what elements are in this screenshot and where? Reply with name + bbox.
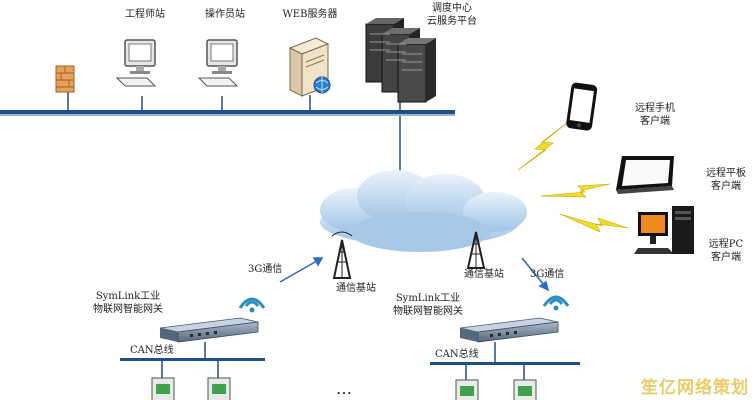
label-3g-left: 3G通信: [248, 264, 283, 275]
label-gateway-right-line1: SymLink工业: [395, 293, 461, 304]
workstation-icon: [116, 39, 156, 87]
charger-icon: [151, 377, 537, 400]
lan-bus: [0, 110, 455, 116]
desktop-pc-icon: [634, 206, 694, 254]
label-eng-station: 工程师站: [125, 9, 165, 20]
label-gateway-left-line2: 物联网智能网关: [93, 304, 163, 315]
label-dispatch-line2: 云服务平台: [427, 16, 477, 27]
can-bus-left: [120, 342, 265, 378]
server-rack-icon: [365, 18, 436, 103]
label-gateway-left-line1: SymLink工业: [95, 291, 161, 302]
label-pc-line2: 客户端: [711, 252, 741, 263]
label-base-station-left: 通信基站: [336, 283, 376, 294]
gateway-device-icon: [459, 317, 559, 343]
label-web-server: WEB服务器: [282, 9, 338, 20]
label-dispatch-line1: 调度中心: [432, 3, 472, 14]
antenna-tower-icon: [466, 231, 486, 269]
label-dispatch-center: 调度中心 云服务平台: [418, 2, 486, 28]
label-3g-right: 3G通信: [530, 269, 565, 280]
label-tablet-client: 远程平板 客户端: [698, 167, 754, 193]
label-tablet-line2: 客户端: [711, 181, 741, 192]
label-tablet-line1: 远程平板: [706, 168, 746, 179]
label-can-bus-right: CAN总线: [435, 349, 479, 360]
label-can-bus-left: CAN总线: [130, 345, 174, 356]
tablet-icon: [616, 156, 674, 194]
can-bus-right: [430, 342, 580, 380]
label-mobile-line2: 客户端: [640, 116, 670, 127]
wifi-signal-icon: [542, 295, 570, 311]
web-server-icon: [288, 37, 331, 97]
label-operator-station: 操作员站: [205, 9, 245, 20]
gateway-device-icon: [159, 317, 259, 343]
label-base-station-right: 通信基站: [464, 269, 504, 280]
label-pc-line1: 远程PC: [708, 239, 744, 250]
label-mobile-line1: 远程手机: [635, 103, 675, 114]
label-gateway-left: SymLink工业 物联网智能网关: [78, 290, 178, 316]
workstation-icon: [198, 39, 238, 87]
label-mobile-client: 远程手机 客户端: [625, 102, 685, 128]
label-pc-client: 远程PC 客户端: [700, 238, 752, 264]
cloud-icon: [320, 170, 527, 252]
3g-link-left: [279, 257, 324, 283]
wifi-signal-icon: [238, 297, 266, 313]
lightning-icon: [517, 121, 629, 233]
label-gateway-right: SymLink工业 物联网智能网关: [378, 292, 478, 318]
smartphone-icon: [566, 82, 598, 131]
antenna-tower-icon: [331, 231, 353, 279]
watermark: 笙亿网络策划: [641, 378, 749, 398]
3g-link-right: [521, 257, 550, 292]
firewall-icon: [55, 65, 75, 93]
lan-drops: [67, 92, 401, 190]
ellipsis-more: …: [336, 379, 352, 398]
label-gateway-right-line2: 物联网智能网关: [393, 306, 463, 317]
